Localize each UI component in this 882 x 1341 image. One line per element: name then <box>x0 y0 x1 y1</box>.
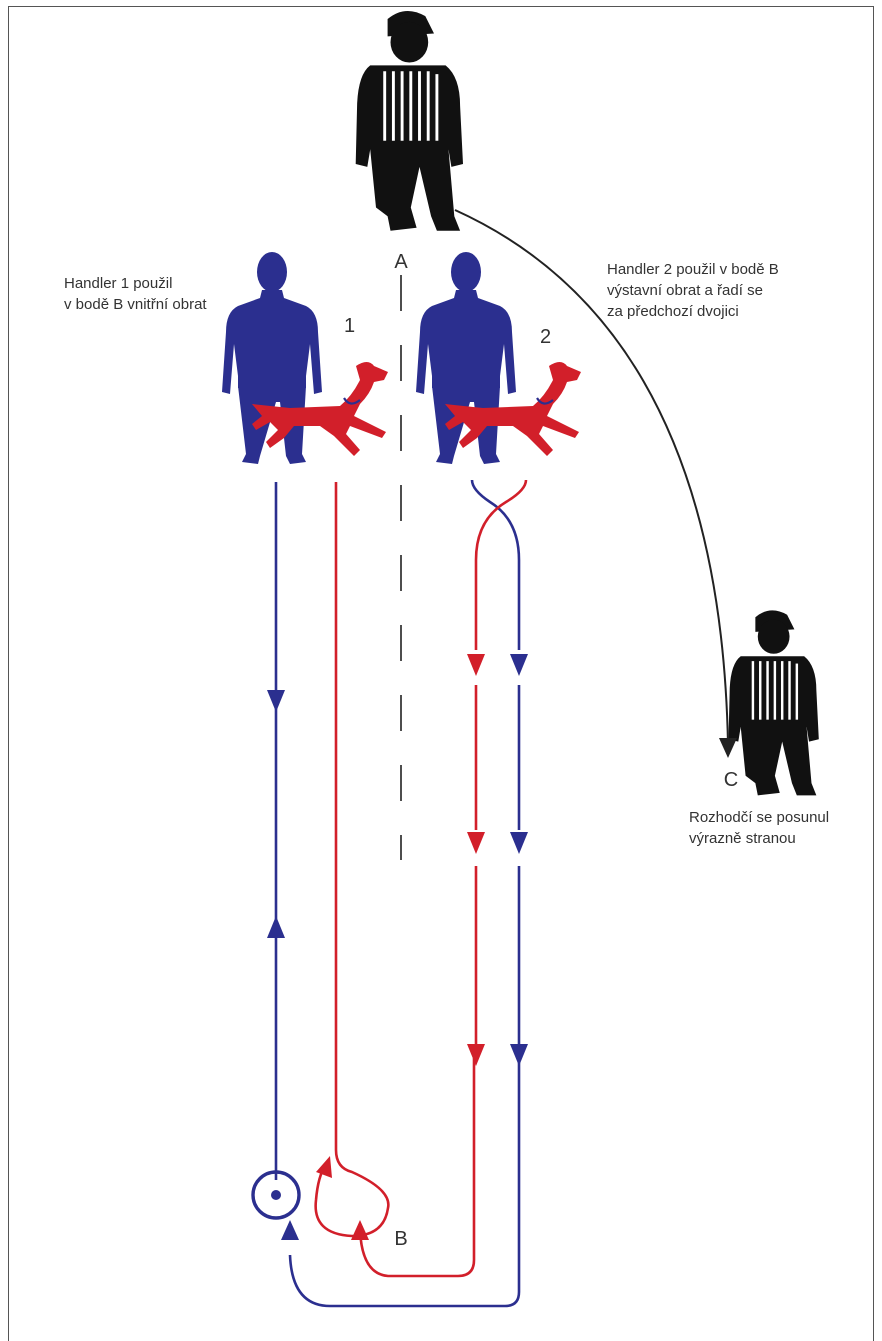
judge-note-line1: Rozhodčí se posunul <box>689 809 829 826</box>
handler1-note-line1: Handler 1 použil <box>64 275 172 292</box>
handler2-arrowhead-1 <box>510 654 528 676</box>
judge-path-arrowhead <box>719 738 737 758</box>
handler1-note-line2: v bodě B vnitřní obrat <box>64 296 207 313</box>
handler2-path <box>470 479 521 1050</box>
handler1-arrowhead-2 <box>267 916 285 938</box>
point-c-label: C <box>724 769 738 791</box>
dog1-arrowhead-1 <box>316 1156 332 1178</box>
diagram-frame <box>8 6 874 1341</box>
dog2-arrowhead-2 <box>467 832 485 854</box>
handler2-note-line2: výstavní obrat a řadí se <box>607 282 763 299</box>
dog2-path <box>474 479 528 1050</box>
dog2-arrowhead-3 <box>467 1044 485 1066</box>
judge-note-line2: výrazně stranou <box>689 830 796 847</box>
handler1-arrowhead-1 <box>267 690 285 712</box>
handler1-turn-point <box>271 1190 281 1200</box>
handler1-arrowhead-3 <box>281 1220 299 1240</box>
pair1-handler-icon <box>222 252 322 464</box>
handler1-path <box>251 482 521 1308</box>
judge-moved-figure-icon <box>727 609 821 797</box>
judge-path-arc <box>454 209 729 746</box>
pair1-number: 1 <box>344 315 355 337</box>
handler2-arrowhead-3 <box>510 1044 528 1066</box>
point-b-label: B <box>394 1228 407 1250</box>
dog1-arrowhead-2 <box>351 1220 369 1240</box>
dog2-arrowhead-1 <box>467 654 485 676</box>
pair2-handler-icon <box>416 252 516 464</box>
dog1-path <box>314 482 476 1278</box>
pair2-number: 2 <box>540 326 551 348</box>
handler2-note-line3: za předchozí dvojici <box>607 303 739 320</box>
handler2-arrowhead-2 <box>510 832 528 854</box>
point-a-label: A <box>394 251 408 273</box>
judge-figure-icon <box>354 9 465 233</box>
handler2-note-line1: Handler 2 použil v bodě B <box>607 261 779 278</box>
